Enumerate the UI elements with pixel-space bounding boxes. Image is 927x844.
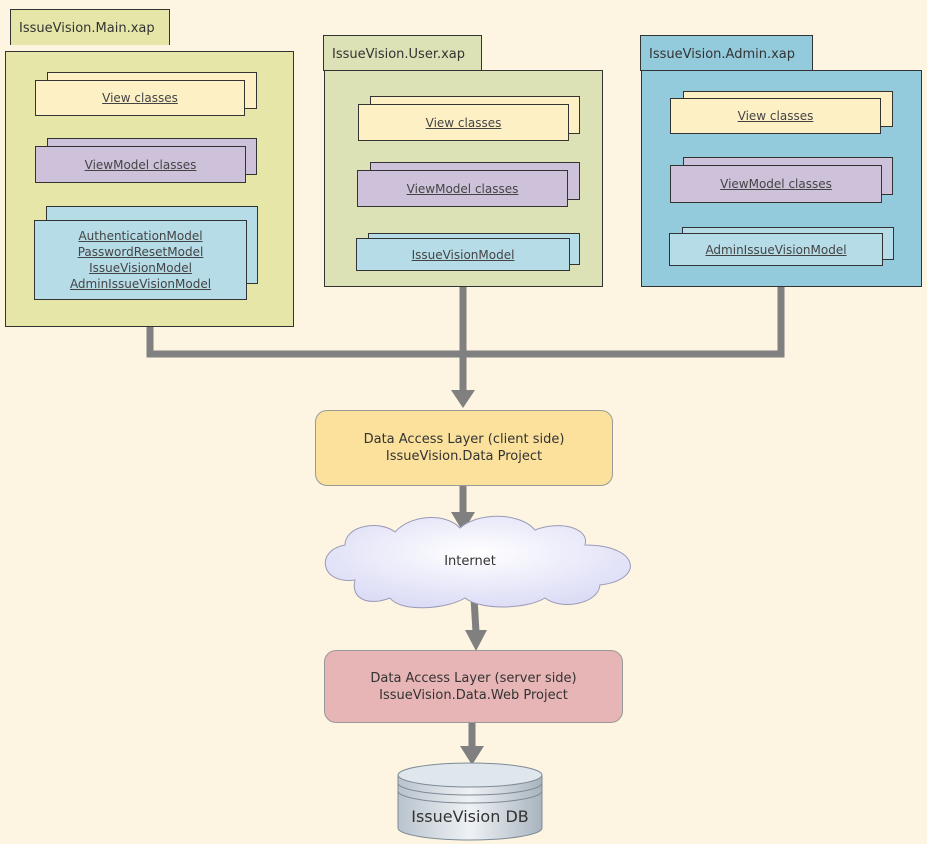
main-viewmodel-classes-link[interactable]: ViewModel classes [84, 157, 197, 172]
admin-viewmodel-classes-link[interactable]: ViewModel classes [720, 177, 832, 191]
main-view-classes-card[interactable]: View classes [35, 80, 245, 116]
user-model-link[interactable]: IssueVisionModel [411, 247, 515, 262]
arrow-to-dal-client [451, 390, 475, 408]
user-model-card[interactable]: IssueVisionModel [356, 238, 570, 271]
admin-model-card[interactable]: AdminIssueVisionModel [669, 233, 883, 266]
arrow-to-dal-server [465, 630, 487, 651]
arrow-to-internet [451, 512, 475, 532]
arrow-to-db [460, 746, 484, 765]
main-model-link[interactable]: AuthenticationModel [78, 229, 203, 243]
dal-server-box: Data Access Layer (server side) IssueVis… [324, 650, 623, 723]
main-module-tab: IssueVision.Main.xap [10, 9, 170, 45]
internet-to-dal-server-connector [470, 597, 480, 633]
main-model-link[interactable]: AdminIssueVisionModel [69, 277, 212, 291]
dal-client-project: IssueVision.Data Project [385, 449, 543, 464]
internet-label: Internet [444, 554, 496, 569]
main-view-classes-link[interactable]: View classes [102, 91, 178, 105]
admin-to-bus-connector [463, 287, 785, 358]
dal-client-title: Data Access Layer (client side) [363, 432, 565, 447]
database-icon [397, 762, 543, 841]
dal-client-box: Data Access Layer (client side) IssueVis… [315, 410, 613, 486]
database-label: IssueVision DB [411, 807, 529, 826]
admin-module-title: IssueVision.Admin.xap [649, 47, 796, 62]
main-to-bus-connector [146, 327, 463, 358]
admin-viewmodel-classes-card[interactable]: ViewModel classes [670, 165, 882, 203]
main-model-link[interactable]: PasswordResetModel [77, 245, 204, 259]
main-model-link[interactable]: IssueVisionModel [89, 261, 192, 275]
admin-module-tab: IssueVision.Admin.xap [640, 35, 813, 71]
main-model-card: AuthenticationModel PasswordResetModel I… [34, 220, 247, 300]
dal-server-project: IssueVision.Data.Web Project [379, 687, 568, 703]
dal-server-title: Data Access Layer (server side) [370, 670, 577, 686]
user-view-classes-card[interactable]: View classes [358, 104, 569, 141]
user-view-classes-link[interactable]: View classes [425, 115, 502, 130]
user-module-title: IssueVision.User.xap [332, 47, 466, 62]
admin-view-classes-link[interactable]: View classes [737, 109, 814, 123]
cloud-icon [324, 515, 631, 609]
admin-model-link[interactable]: AdminIssueVisionModel [705, 242, 847, 257]
main-viewmodel-classes-card[interactable]: ViewModel classes [35, 146, 246, 183]
user-viewmodel-classes-link[interactable]: ViewModel classes [406, 181, 519, 196]
user-viewmodel-classes-card[interactable]: ViewModel classes [357, 170, 568, 207]
user-module-tab: IssueVision.User.xap [323, 35, 482, 71]
admin-view-classes-card[interactable]: View classes [670, 98, 881, 134]
main-module-title: IssueVision.Main.xap [19, 21, 155, 36]
